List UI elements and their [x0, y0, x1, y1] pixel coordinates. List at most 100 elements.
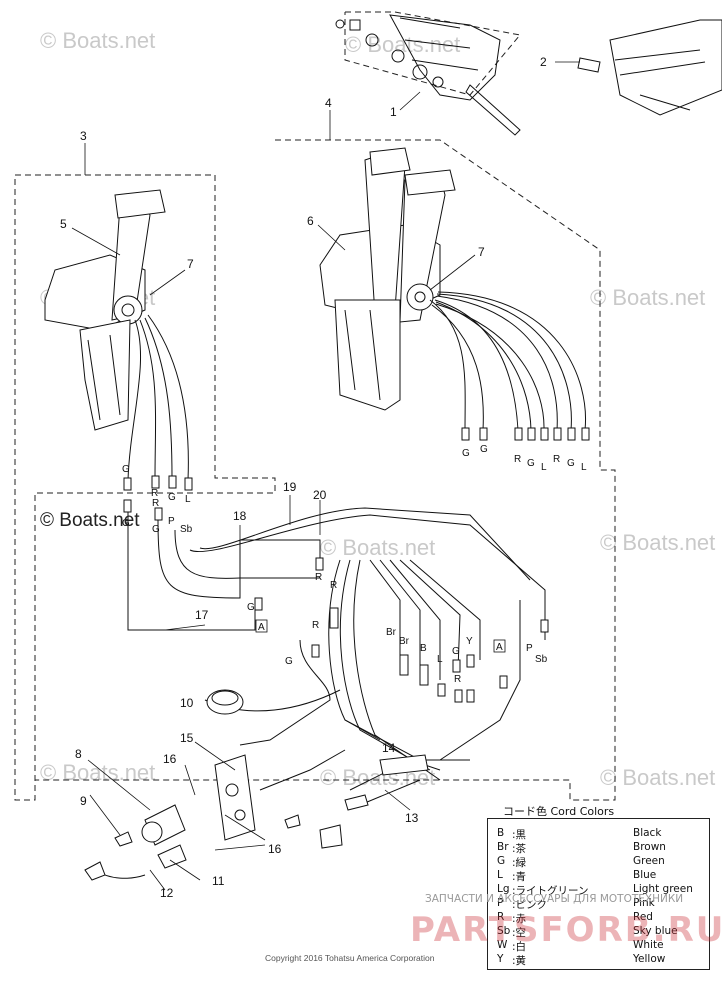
watermark: © Boats.net — [590, 285, 705, 310]
legend-row: Y :黄 Yellow — [488, 953, 711, 967]
legend-row: B :黒 Black — [488, 827, 711, 841]
watermark: © Boats.net — [320, 535, 435, 560]
wire-label: R — [152, 498, 159, 509]
legend-jp: :空 — [512, 927, 527, 939]
legend-jp: :緑 — [512, 857, 527, 869]
callout-number: 4 — [325, 96, 332, 110]
legend-code: Br — [497, 841, 509, 853]
legend-en: Green — [633, 855, 665, 867]
legend-en: Pink — [633, 897, 655, 909]
wire-label-layer: G R G L G G R G L R G L G R G P Sb G R R… — [122, 444, 587, 685]
wire-label: G — [152, 524, 160, 535]
legend-code: P — [497, 897, 504, 909]
watermark: © Boats.net — [40, 760, 155, 785]
legend-en: White — [633, 939, 664, 951]
brand-watermark: PARTSFORB.RU — [410, 910, 722, 950]
callout-number: 13 — [405, 811, 419, 825]
wire-label: R — [553, 454, 560, 465]
legend-en: Light green — [633, 883, 693, 895]
callout-number: 12 — [160, 886, 174, 900]
wire-label: G — [527, 458, 535, 469]
callout-number: 19 — [283, 480, 297, 494]
wire-label: Br — [386, 627, 397, 638]
legend-en: Sky blue — [633, 925, 678, 937]
wire-label: Sb — [180, 524, 193, 535]
wire-label: R — [330, 580, 337, 591]
callout-number: 20 — [313, 488, 327, 502]
callout-number: 2 — [540, 55, 547, 69]
single-remote-control — [44, 189, 166, 431]
legend-en: Red — [633, 911, 653, 923]
callout-number: 17 — [195, 608, 209, 622]
callout-number: 15 — [180, 731, 194, 745]
callout-number: 3 — [80, 129, 87, 143]
legend-row: Sb :空 Sky blue — [488, 925, 711, 939]
legend-code: Y — [497, 953, 504, 965]
wire-label: G — [168, 492, 176, 503]
wire-label: G — [452, 646, 460, 657]
wire-label: B — [420, 643, 427, 654]
legend-code: W — [497, 939, 508, 951]
legend-code: R — [497, 911, 505, 923]
callout-number: 16 — [268, 842, 282, 856]
junction-box-label-bg — [493, 639, 506, 653]
callout-number: 8 — [75, 747, 82, 761]
callout-number: 5 — [60, 217, 67, 231]
leader-lines — [71, 61, 580, 891]
legend-row: Br :茶 Brown — [488, 841, 711, 855]
legend-row: W :白 White — [488, 939, 711, 953]
legend-code: G — [497, 855, 506, 867]
group-box-3 — [14, 174, 276, 801]
connectors — [123, 427, 590, 703]
key-switch-parts — [84, 689, 429, 881]
callout-number: 7 — [478, 245, 485, 259]
boats-watermark-main: © Boats.net — [40, 510, 140, 531]
callout-number: 9 — [80, 794, 87, 808]
wire-label: Y — [466, 636, 473, 647]
legend-en: Yellow — [633, 953, 666, 965]
wire-label: G — [567, 458, 575, 469]
wire-label: L — [581, 462, 587, 473]
watermark: © Boats.net — [600, 530, 715, 555]
legend-code: Sb — [497, 925, 511, 937]
remote-wires — [127, 291, 587, 481]
wire-label: G — [462, 448, 470, 459]
wire-label: R — [514, 454, 521, 465]
wire-label: G — [122, 464, 130, 475]
callout-number: 11 — [212, 874, 225, 888]
callout-number: 1 — [390, 105, 397, 119]
legend-jp: :黄 — [512, 955, 527, 967]
legend-code: Lg — [497, 883, 510, 895]
cord-color-legend: B :黒 Black Br :茶 Brown G :緑 Green L :青 B… — [487, 818, 710, 970]
wire-label: G — [285, 656, 293, 667]
wire-label: P — [526, 643, 533, 654]
wire-label: L — [185, 494, 191, 505]
legend-row: Lg :ライトグリーン Light green — [488, 883, 711, 897]
wire-label: P — [168, 516, 175, 527]
callout-layer: 1 2 3 4 5 6 7 7 8 9 10 11 12 13 14 15 16… — [60, 55, 547, 900]
wire-label: G — [247, 602, 255, 613]
legend-row: L :青 Blue — [488, 869, 711, 883]
legend-en: Blue — [633, 869, 657, 881]
callout-number: 14 — [382, 741, 396, 755]
legend-en: Black — [633, 827, 662, 839]
wire-label: R — [315, 572, 322, 583]
legend-jp: :茶 — [512, 843, 527, 855]
wire-label: R — [454, 674, 461, 685]
wire-label: G — [122, 518, 130, 529]
legend-row: R :赤 Red — [488, 911, 711, 925]
group-box-1 — [344, 11, 521, 96]
wire-label: Br — [399, 636, 410, 647]
legend-jp: :青 — [512, 871, 527, 883]
junction-box-label-bg — [255, 619, 268, 633]
copyright-notice: Copyright 2016 Tohatsu America Corporati… — [265, 953, 435, 963]
legend-row: G :緑 Green — [488, 855, 711, 869]
group-box-4 — [35, 139, 616, 801]
wire-label: G — [480, 444, 488, 455]
brand-tagline: ЗАПЧАСТИ И АКСЕССУАРЫ ДЛЯ МОТОТЕХНИКИ — [425, 893, 684, 905]
legend-code: L — [497, 869, 503, 881]
legend-title: コード色 Cord Colors — [500, 803, 618, 819]
group-boxes — [14, 11, 616, 801]
legend-jp: :ピンク — [512, 899, 548, 911]
